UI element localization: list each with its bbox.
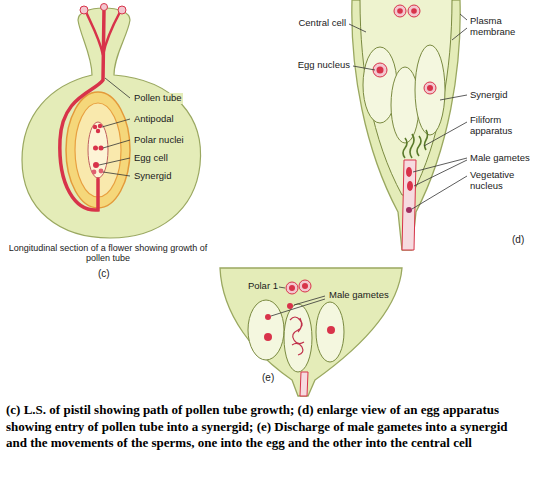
polar-nucleus: [93, 146, 98, 151]
part-label: Polar 1: [248, 281, 278, 292]
pollen-tube: [402, 160, 416, 250]
part-label: Polar nuclei: [133, 135, 185, 146]
synergid-cell: [92, 170, 97, 175]
pistil-outline: [22, 8, 201, 238]
leader-line: [460, 14, 467, 20]
egg-nucleus: [373, 63, 387, 77]
synergid-cell: [316, 302, 344, 362]
pollen-grain: [101, 4, 108, 11]
antipodal-cell: [98, 124, 102, 128]
synergid-cell: [415, 45, 445, 135]
pollen-tube: [60, 9, 104, 210]
part-label: Plasma membrane: [470, 16, 530, 38]
part-label: Synergid: [470, 90, 508, 101]
leader-line: [349, 24, 366, 32]
part-label: Vegetative nucleus: [470, 170, 530, 192]
synergid-cell: [391, 67, 419, 143]
part-label: Male gametes: [328, 290, 390, 301]
leader-line: [105, 78, 130, 98]
polar-nucleus: [299, 280, 311, 292]
leader-line: [440, 95, 467, 100]
leader-line: [353, 66, 375, 70]
part-label: Synergid: [133, 171, 173, 182]
panel-caption: Longitudinal section of a flower showing…: [8, 243, 208, 264]
figure-caption: (c) L.S. of pistil showing path of polle…: [6, 402, 530, 452]
panel-letter: (c): [98, 268, 110, 280]
polar-nucleus: [408, 5, 420, 17]
polar-nucleus: [302, 283, 308, 289]
synergid-nucleus: [327, 326, 335, 334]
leader-line: [414, 160, 467, 186]
leader-line: [412, 176, 467, 209]
vegetative-nucleus: [406, 207, 412, 213]
synergid-nucleus: [424, 82, 436, 94]
antipodal-cell: [96, 129, 100, 133]
embryo-sac-wall: [352, 0, 460, 250]
pollen-grain: [118, 6, 126, 14]
embryo-sac: [88, 122, 108, 178]
polar-nucleus: [99, 146, 104, 151]
synergid-cell: [99, 169, 104, 174]
polar-nucleus: [411, 8, 417, 14]
leader-line: [103, 172, 130, 176]
male-gamete: [265, 314, 271, 320]
embryo-sac-wall: [220, 268, 402, 396]
part-label: Central cell: [298, 18, 346, 29]
part-label: Egg cell: [133, 153, 169, 164]
part-label: Filiform apparatus: [470, 115, 530, 137]
male-gamete: [407, 181, 413, 191]
filiform-apparatus: [403, 130, 428, 158]
polar-nucleus: [394, 5, 406, 17]
polar-nucleus: [289, 285, 295, 291]
leader-line: [452, 28, 467, 40]
male-gamete: [287, 303, 293, 309]
pollen-grain: [80, 6, 88, 14]
part-label: Antipodal: [133, 114, 175, 125]
egg-cell: [93, 162, 99, 168]
leader-line: [99, 158, 130, 165]
pollen-tube: [300, 372, 308, 396]
part-label: Egg nucleus: [298, 60, 350, 71]
leader-line: [102, 119, 130, 127]
leader-line: [103, 140, 130, 148]
synergid-nucleus: [427, 85, 433, 91]
panel-letter: (d): [512, 234, 524, 246]
male-gamete: [406, 167, 412, 177]
leader-line: [424, 122, 467, 146]
polar-nucleus: [397, 8, 403, 14]
egg-cell: [248, 300, 284, 360]
leader-line: [413, 158, 467, 172]
panel-letter: (e): [262, 372, 274, 384]
discharged-contents: [290, 317, 304, 355]
egg-nucleus: [377, 67, 384, 74]
leader-line: [271, 299, 325, 316]
part-label: Male gametes: [470, 153, 530, 164]
antipodal-cell: [93, 125, 97, 129]
leader-line: [279, 287, 285, 288]
egg-nucleus: [264, 333, 272, 341]
part-label: Pollen tube: [133, 93, 183, 104]
polar-nucleus: [286, 282, 298, 294]
synergid-cell: [284, 304, 312, 372]
